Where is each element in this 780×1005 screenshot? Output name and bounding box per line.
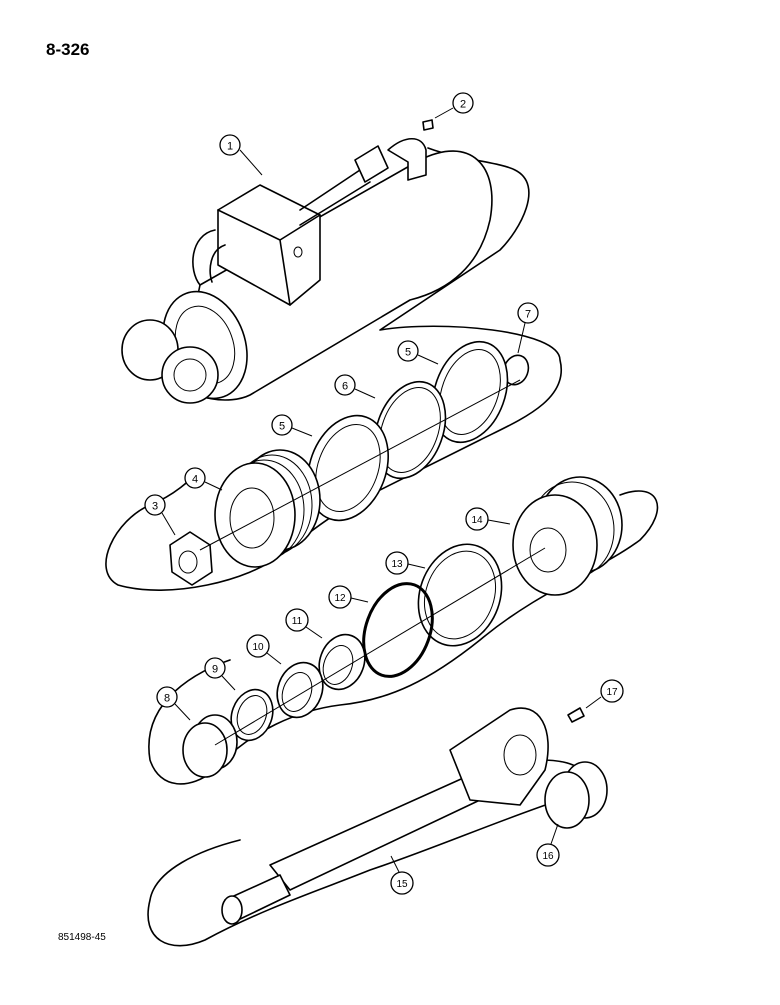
callout-15: 15 [390, 855, 414, 895]
callout-14: 14 [465, 507, 511, 531]
wear-ring-left [306, 414, 390, 522]
cylinder-tube [121, 137, 493, 404]
callout-8: 8 [156, 686, 191, 721]
callout-12: 12 [328, 585, 369, 609]
callout-3: 3 [144, 494, 176, 536]
callout-5-left: 5 [271, 414, 313, 437]
wiper [230, 688, 274, 742]
callout-11: 11 [285, 608, 323, 639]
callout-5-right: 5 [397, 340, 439, 365]
callout-7: 7 [517, 302, 539, 354]
page-number: 8-326 [46, 40, 90, 59]
callout-label: 3 [152, 501, 158, 513]
axis-line-gland [214, 547, 546, 746]
callout-label: 16 [542, 851, 554, 862]
grease-fitting-rod [567, 707, 585, 723]
nut [169, 531, 213, 586]
callout-label: 14 [471, 515, 483, 526]
callout-label: 15 [396, 879, 408, 890]
callout-13: 13 [385, 551, 426, 575]
callout-17: 17 [585, 679, 624, 709]
piston-rod [221, 707, 549, 925]
callout-4: 4 [184, 467, 223, 491]
o-ring-large [362, 582, 434, 678]
axis-line-piston [199, 379, 521, 551]
callout-9: 9 [204, 657, 236, 691]
wear-ring-right [431, 340, 509, 444]
callout-label: 1 [227, 141, 233, 153]
callout-label: 4 [192, 474, 198, 486]
callout-label: 12 [334, 593, 346, 604]
callout-label: 17 [606, 687, 618, 698]
callout-label: 8 [164, 693, 170, 705]
callout-label: 6 [342, 381, 348, 393]
drawing-code: 851498-45 [58, 932, 106, 943]
gland [512, 476, 623, 596]
callout-label: 5 [405, 347, 411, 359]
bushing-left [182, 714, 238, 778]
callout-2: 2 [434, 92, 474, 119]
backup-ring [417, 543, 503, 647]
bushing-rod [544, 761, 608, 829]
callout-label: 11 [292, 616, 303, 627]
callout-label: 2 [460, 99, 466, 111]
grease-fitting-top [422, 119, 434, 131]
callout-label: 9 [212, 664, 218, 676]
assembly-outline-upper [105, 147, 563, 591]
callout-1: 1 [219, 134, 263, 176]
callout-label: 5 [279, 421, 285, 433]
assembly-outline-lower [148, 490, 659, 785]
seal-ring [373, 380, 447, 480]
callout-label: 7 [525, 309, 531, 321]
callout-10: 10 [246, 634, 282, 665]
callout-6: 6 [334, 374, 376, 399]
piston [214, 449, 321, 568]
callout-16: 16 [536, 823, 560, 867]
rod-seal [276, 661, 324, 719]
callout-label: 10 [252, 642, 264, 653]
callout-label: 13 [391, 559, 403, 570]
